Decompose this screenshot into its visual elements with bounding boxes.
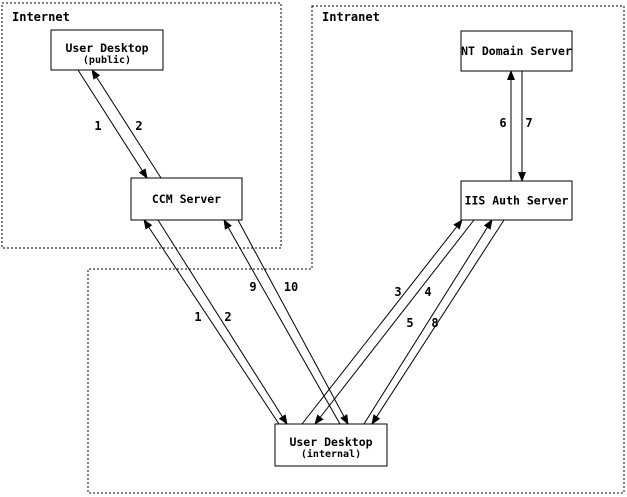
link-internal-desktop-to-ccm-9-label: 9	[249, 280, 256, 294]
link-internal-desktop-to-iis-5-arrow	[363, 219, 493, 425]
node-user-desktop-public-box	[50, 29, 164, 71]
link-iis-to-internal-desktop-8-label: 8	[431, 316, 438, 330]
link-internal-desktop-to-ccm-1-label: 1	[194, 310, 201, 324]
link-ccm-to-internal-desktop-2-label: 2	[224, 310, 231, 324]
node-iis-auth-server-title: IIS Auth Server	[465, 194, 569, 208]
link-iis-to-internal-desktop-4-label: 4	[424, 285, 431, 299]
link-ccm-to-public-desktop-2-arrow	[91, 69, 162, 179]
node-user-desktop-internal: User Desktop(internal)	[274, 423, 388, 467]
node-nt-domain-server-title: NT Domain Server	[461, 44, 572, 58]
region-internet-label: Internet	[12, 10, 70, 24]
link-internal-desktop-to-iis-3-label: 3	[394, 285, 401, 299]
region-intranet-border	[87, 5, 625, 494]
node-ccm-server-box	[130, 177, 243, 221]
link-public-desktop-to-ccm-1-arrow	[77, 69, 148, 179]
node-user-desktop-internal-box	[274, 423, 388, 467]
node-user-desktop-public-subtitle: (public)	[83, 54, 131, 66]
link-internal-desktop-to-ccm-9-arrow	[223, 219, 341, 425]
node-iis-auth-server-box	[460, 180, 573, 221]
link-iis-to-nt-domain-6-label: 6	[499, 116, 506, 130]
link-public-desktop-to-ccm-1-label: 1	[94, 119, 101, 133]
link-iis-to-internal-desktop-4-arrow	[314, 219, 475, 425]
link-ccm-to-public-desktop-2-label: 2	[135, 119, 142, 133]
link-ccm-to-internal-desktop-10-arrow	[237, 219, 349, 425]
node-user-desktop-internal-subtitle: (internal)	[301, 448, 361, 460]
region-internet-border	[1, 2, 282, 249]
node-user-desktop-public-title: User Desktop	[65, 41, 148, 55]
node-nt-domain-server: NT Domain Server	[460, 30, 573, 72]
node-ccm-server: CCM Server	[130, 177, 243, 221]
node-iis-auth-server: IIS Auth Server	[460, 180, 573, 221]
link-iis-to-internal-desktop-8-arrow	[371, 219, 505, 425]
link-nt-domain-to-iis-7-label: 7	[525, 116, 532, 130]
link-ccm-to-internal-desktop-2-arrow	[157, 219, 288, 425]
link-internal-desktop-to-iis-3-arrow	[301, 219, 463, 425]
link-ccm-to-internal-desktop-10-label: 10	[284, 280, 298, 294]
node-ccm-server-title: CCM Server	[152, 192, 221, 206]
node-user-desktop-internal-title: User Desktop	[289, 435, 372, 449]
node-user-desktop-public: User Desktop(public)	[50, 29, 164, 71]
link-internal-desktop-to-iis-5-label: 5	[406, 316, 413, 330]
link-internal-desktop-to-ccm-1-arrow	[143, 219, 280, 425]
region-intranet-label: Intranet	[322, 10, 380, 24]
node-nt-domain-server-box	[460, 30, 573, 72]
